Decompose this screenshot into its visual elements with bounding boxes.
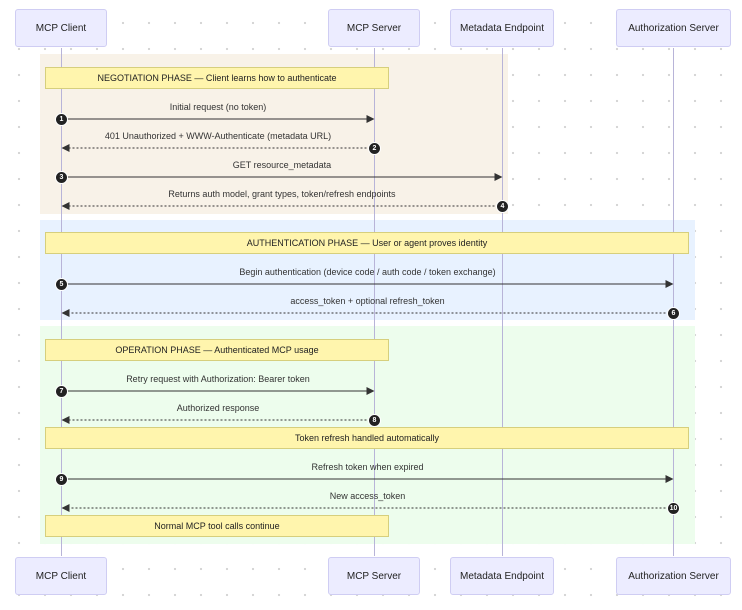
sequence-number-7: 7 — [55, 384, 68, 398]
sequence-number-10: 10 — [667, 501, 680, 515]
lifeline-mcp-server — [374, 48, 375, 556]
message-label-8: Authorized response — [176, 403, 260, 413]
sequence-number-5: 5 — [55, 277, 68, 291]
message-label-4: Returns auth model, grant types, token/r… — [168, 189, 396, 199]
note-negotiation-phase: NEGOTIATION PHASE — Client learns how to… — [45, 67, 389, 89]
message-label-3: GET resource_metadata — [232, 160, 332, 170]
note-normal-calls-continue: Normal MCP tool calls continue — [45, 515, 389, 537]
actor-mcp-client-top: MCP Client — [15, 9, 107, 47]
actor-mcp-server-bottom: MCP Server — [328, 557, 420, 595]
message-label-5: Begin authentication (device code / auth… — [239, 267, 496, 277]
actor-mcp-server-top: MCP Server — [328, 9, 420, 47]
sequence-number-6: 6 — [667, 306, 680, 320]
message-label-9: Refresh token when expired — [311, 462, 424, 472]
note-operation-phase: OPERATION PHASE — Authenticated MCP usag… — [45, 339, 389, 361]
actor-authorization-server-bottom: Authorization Server — [616, 557, 731, 595]
note-authentication-phase: AUTHENTICATION PHASE — User or agent pro… — [45, 232, 689, 254]
sequence-number-9: 9 — [55, 472, 68, 486]
actor-authorization-server-top: Authorization Server — [616, 9, 731, 47]
actor-metadata-endpoint-bottom: Metadata Endpoint — [450, 557, 554, 595]
lifeline-metadata-endpoint — [502, 48, 503, 556]
actor-metadata-endpoint-top: Metadata Endpoint — [450, 9, 554, 47]
message-label-2: 401 Unauthorized + WWW-Authenticate (met… — [104, 131, 332, 141]
note-token-refresh: Token refresh handled automatically — [45, 427, 689, 449]
lifeline-mcp-client — [61, 48, 62, 556]
message-label-6: access_token + optional refresh_token — [290, 296, 445, 306]
message-label-1: Initial request (no token) — [169, 102, 267, 112]
message-label-7: Retry request with Authorization: Bearer… — [126, 374, 310, 384]
sequence-number-3: 3 — [55, 170, 68, 184]
sequence-number-8: 8 — [368, 413, 381, 427]
sequence-number-2: 2 — [368, 141, 381, 155]
actor-mcp-client-bottom: MCP Client — [15, 557, 107, 595]
message-label-10: New access_token — [329, 491, 406, 501]
lifeline-authorization-server — [673, 48, 674, 556]
sequence-number-4: 4 — [496, 199, 509, 213]
sequence-number-1: 1 — [55, 112, 68, 126]
